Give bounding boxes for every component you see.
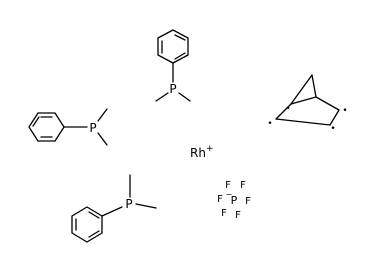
fluorine-label: F [235,210,241,221]
radical-dot: • [330,124,335,134]
phosphorus-label: P [169,82,176,96]
methyl-bond [97,108,108,122]
methyl-bond [135,203,157,209]
methyl-bond [97,132,108,146]
phosphine-ligand-left: P [28,108,108,146]
rhodium-cation: Rh + [190,144,214,160]
phosphorus-label: P [231,194,238,207]
radical-dot: • [285,104,290,114]
phosphine-ligand-bottom: P [71,174,157,243]
radical-dot: • [267,119,272,129]
phosphine-ligand-top: P [155,29,191,102]
fluorine-label: F [245,196,251,207]
fluorine-label: F [240,180,246,191]
rhodium-label: Rh [190,146,206,160]
hexafluorophosphate-anion: F F F P − F F F [217,180,251,221]
fluorine-label: F [221,208,227,219]
radical-dot: • [342,106,347,116]
anion-charge: − [226,190,233,199]
fluorine-label: F [225,180,231,191]
methyl-bond [155,92,169,102]
methyl-bond [178,92,191,102]
fluorine-label: F [217,194,223,205]
rhodium-charge: + [206,144,214,154]
phosphorus-label: P [89,121,96,135]
norbornadiene-ligand: • • • • [267,74,348,134]
phosphorus-label: P [125,197,132,211]
